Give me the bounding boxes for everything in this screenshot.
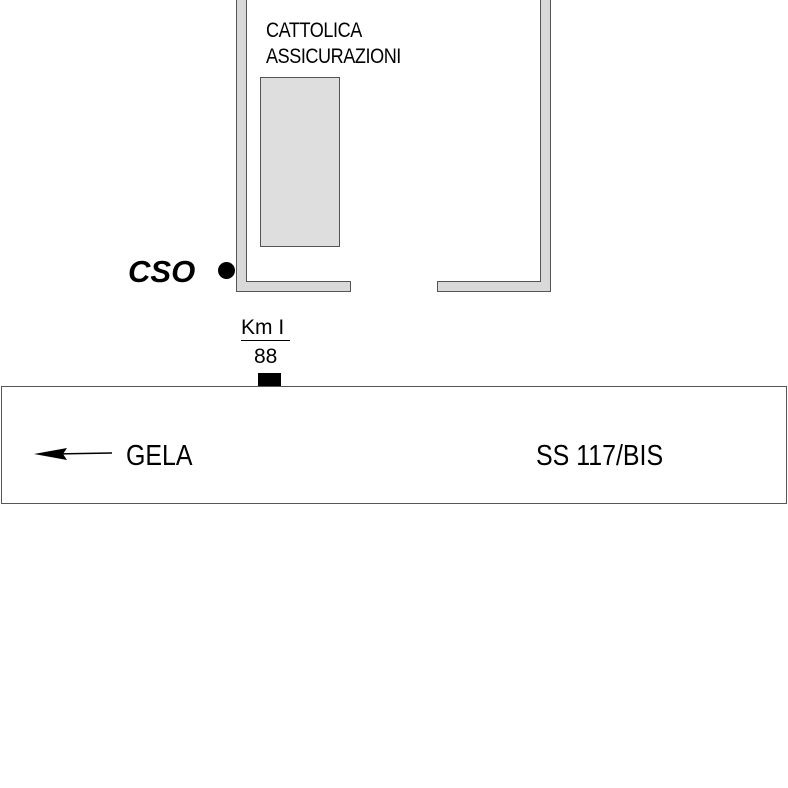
building-right-corner-fill [541,0,550,291]
building-name-line2: ASSICURAZIONI [266,45,401,68]
km-post-marker [258,373,281,387]
building-bottom-right-wall [437,281,551,292]
road [1,386,787,504]
building-name-line1: CATTOLICA [266,19,362,42]
km-label-underline [241,340,290,341]
road-name: SS 117/BIS [536,440,664,472]
building-interior-block [260,77,340,247]
arrow-left-icon [34,448,113,460]
dot-marker-icon [218,262,235,279]
km-label-text: Km I [241,316,285,339]
km-label: Km I [241,316,290,341]
km-value: 88 [254,345,278,368]
cso-label: CSO [128,254,196,289]
direction-label: GELA [126,440,193,472]
building-bottom-left-wall [236,281,351,292]
building-name: CATTOLICA ASSICURAZIONI [266,18,401,70]
building-left-corner-fill [237,0,246,291]
